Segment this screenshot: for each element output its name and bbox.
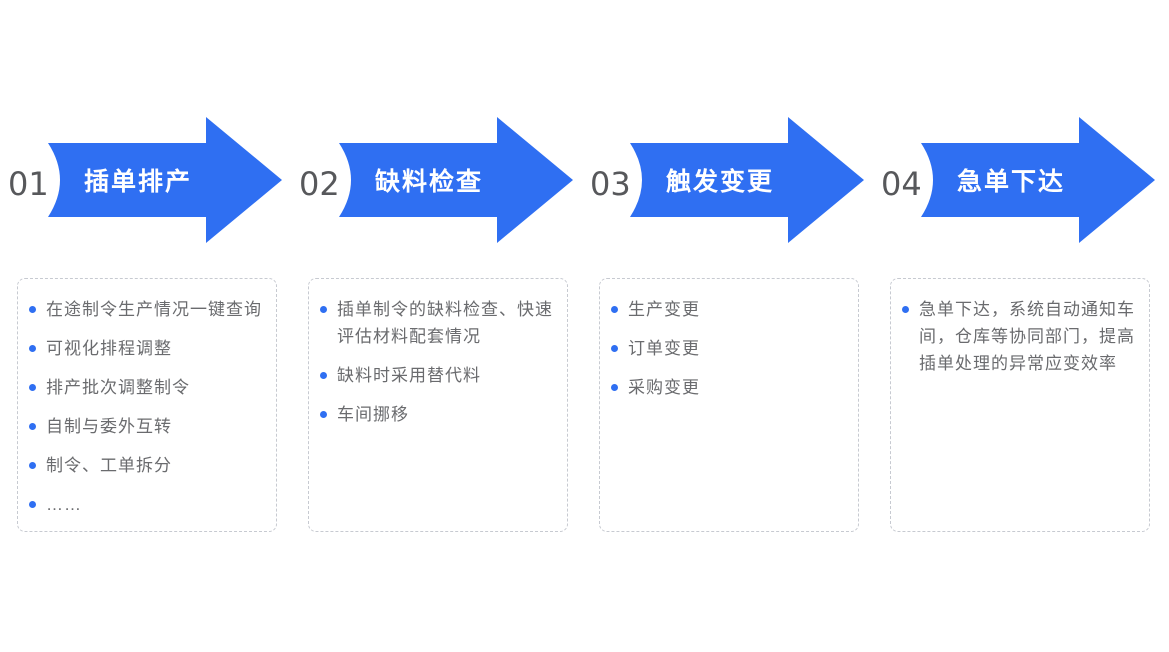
list-item: 采购变更	[611, 374, 858, 401]
step-header-2: 02 缺料检查	[299, 117, 573, 243]
list-item: 缺料时采用替代料	[320, 362, 567, 389]
feature-list: 插单制令的缺料检查、快速评估材料配套情况 缺料时采用替代料 车间挪移	[309, 279, 567, 438]
list-item-text: 制令、工单拆分	[46, 456, 172, 475]
step-column-4: 04 急单下达 急单下达，系统自动通知车间，仓库等协同部门，提高插单处理的异常应…	[881, 0, 1155, 532]
step-detail-box: 在途制令生产情况一键查询 可视化排程调整 排产批次调整制令 自制与委外互转 制令…	[17, 278, 277, 532]
bullet-dot-icon	[611, 384, 618, 391]
list-item-text: 排产批次调整制令	[46, 378, 190, 397]
process-flow-diagram: 01 插单排产 在途制令生产情况一键查询 可视化排程调整 排产批次调整制令 自制…	[8, 0, 1155, 532]
bullet-dot-icon	[320, 306, 327, 313]
feature-list: 在途制令生产情况一键查询 可视化排程调整 排产批次调整制令 自制与委外互转 制令…	[18, 279, 276, 528]
step-column-1: 01 插单排产 在途制令生产情况一键查询 可视化排程调整 排产批次调整制令 自制…	[8, 0, 282, 532]
step-number: 03	[590, 165, 631, 203]
list-item-text: 自制与委外互转	[46, 417, 172, 436]
arrow-right-icon	[48, 117, 282, 243]
list-item-text: 急单下达，系统自动通知车间，仓库等协同部门，提高插单处理的异常应变效率	[919, 300, 1135, 373]
feature-list: 生产变更 订单变更 采购变更	[600, 279, 858, 411]
bullet-dot-icon	[902, 306, 909, 313]
step-detail-box: 生产变更 订单变更 采购变更	[599, 278, 859, 532]
list-item-text: 采购变更	[628, 378, 700, 397]
arrow-right-icon	[630, 117, 864, 243]
bullet-dot-icon	[611, 345, 618, 352]
list-item: 排产批次调整制令	[29, 374, 276, 401]
list-item-text: 车间挪移	[337, 405, 409, 424]
step-column-3: 03 触发变更 生产变更 订单变更 采购变更	[590, 0, 864, 532]
list-item: 急单下达，系统自动通知车间，仓库等协同部门，提高插单处理的异常应变效率	[902, 296, 1149, 377]
step-detail-box: 插单制令的缺料检查、快速评估材料配套情况 缺料时采用替代料 车间挪移	[308, 278, 568, 532]
list-item: 自制与委外互转	[29, 413, 276, 440]
step-number: 02	[299, 165, 340, 203]
list-item: 车间挪移	[320, 401, 567, 428]
step-column-2: 02 缺料检查 插单制令的缺料检查、快速评估材料配套情况 缺料时采用替代料 车间…	[299, 0, 573, 532]
list-item-text: 在途制令生产情况一键查询	[46, 300, 262, 319]
step-arrow: 急单下达	[921, 117, 1155, 243]
list-item: 生产变更	[611, 296, 858, 323]
bullet-dot-icon	[320, 411, 327, 418]
bullet-dot-icon	[29, 423, 36, 430]
step-number: 01	[8, 165, 49, 203]
list-item-text: 可视化排程调整	[46, 339, 172, 358]
step-header-1: 01 插单排产	[8, 117, 282, 243]
bullet-dot-icon	[611, 306, 618, 313]
bullet-dot-icon	[320, 372, 327, 379]
step-header-4: 04 急单下达	[881, 117, 1155, 243]
list-item-text: 缺料时采用替代料	[337, 366, 481, 385]
feature-list: 急单下达，系统自动通知车间，仓库等协同部门，提高插单处理的异常应变效率	[891, 279, 1149, 387]
list-item-text: ……	[46, 495, 82, 514]
step-detail-box: 急单下达，系统自动通知车间，仓库等协同部门，提高插单处理的异常应变效率	[890, 278, 1150, 532]
step-arrow: 插单排产	[48, 117, 282, 243]
list-item: 在途制令生产情况一键查询	[29, 296, 276, 323]
step-title: 急单下达	[956, 168, 1065, 196]
bullet-dot-icon	[29, 462, 36, 469]
bullet-dot-icon	[29, 501, 36, 508]
list-item-text: 生产变更	[628, 300, 700, 319]
step-title: 插单排产	[83, 168, 192, 196]
step-arrow: 缺料检查	[339, 117, 573, 243]
list-item-text: 订单变更	[628, 339, 700, 358]
bullet-dot-icon	[29, 345, 36, 352]
step-number: 04	[881, 165, 922, 203]
list-item: 可视化排程调整	[29, 335, 276, 362]
step-header-3: 03 触发变更	[590, 117, 864, 243]
list-item: 插单制令的缺料检查、快速评估材料配套情况	[320, 296, 567, 350]
step-arrow: 触发变更	[630, 117, 864, 243]
list-item-text: 插单制令的缺料检查、快速评估材料配套情况	[337, 300, 553, 346]
list-item: 制令、工单拆分	[29, 452, 276, 479]
bullet-dot-icon	[29, 384, 36, 391]
list-item: 订单变更	[611, 335, 858, 362]
step-title: 缺料检查	[374, 168, 483, 196]
list-item: ……	[29, 491, 276, 518]
arrow-right-icon	[921, 117, 1155, 243]
arrow-right-icon	[339, 117, 573, 243]
bullet-dot-icon	[29, 306, 36, 313]
step-title: 触发变更	[665, 168, 774, 196]
